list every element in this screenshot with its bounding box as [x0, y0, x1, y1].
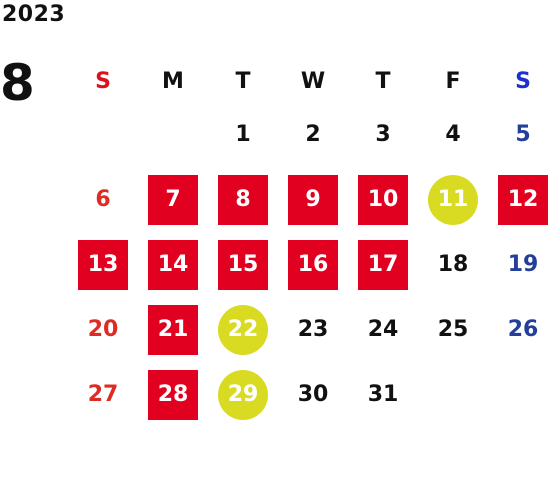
calendar-day-closed: 13: [78, 239, 128, 290]
calendar-day: 24: [367, 316, 399, 342]
calendar-day-saturday: 5: [515, 121, 531, 147]
calendar-day-cell: 2: [278, 102, 348, 167]
calendar-day-cell: 31: [348, 362, 418, 427]
calendar-day-cell: 3: [348, 102, 418, 167]
calendar-day: 30: [297, 381, 329, 407]
calendar-day-cell: 24: [348, 297, 418, 362]
calendar-day-cell: 7: [138, 167, 208, 232]
calendar-day-closed: 10: [358, 174, 408, 225]
calendar-day-saturday: 19: [507, 251, 539, 277]
calendar-day-cell: 28: [138, 362, 208, 427]
weekday-thursday: T: [375, 68, 391, 94]
calendar-day-cell: 25: [418, 297, 488, 362]
calendar-day-closed: 16: [288, 239, 338, 290]
calendar-day-saturday: 26: [507, 316, 539, 342]
calendar-day: 31: [367, 381, 399, 407]
calendar-day: 18: [437, 251, 469, 277]
calendar-day-closed: 8: [218, 174, 268, 225]
calendar-day-sunday: 27: [87, 381, 119, 407]
calendar-day: 2: [305, 121, 321, 147]
calendar-day-closed: 21: [148, 304, 198, 355]
calendar-day-cell: 9: [278, 167, 348, 232]
calendar-day: 25: [437, 316, 469, 342]
calendar-week-row: 27 28 29 30 31: [68, 362, 548, 427]
calendar-day-sunday: 20: [87, 316, 119, 342]
calendar-day-cell: 23: [278, 297, 348, 362]
calendar-week-row: 20 21 22 23 24 25 26: [68, 297, 548, 362]
calendar-month: 8: [0, 54, 35, 112]
calendar-day-closed: 12: [498, 174, 548, 225]
calendar-day-cell: 11: [418, 167, 488, 232]
weekday-saturday: S: [515, 68, 531, 94]
calendar-empty-cell: [418, 362, 488, 427]
calendar-day-closed: 15: [218, 239, 268, 290]
weekday-tuesday: T: [235, 68, 251, 94]
calendar-day-cell: 29: [208, 362, 278, 427]
calendar-empty-cell: [138, 102, 208, 167]
calendar-day-cell: 17: [348, 232, 418, 297]
calendar-day-cell: 15: [208, 232, 278, 297]
calendar-day-cell: 1: [208, 102, 278, 167]
calendar-day-special: 11: [428, 174, 478, 225]
calendar-day: 4: [445, 121, 461, 147]
calendar-day-cell: 14: [138, 232, 208, 297]
calendar-day-cell: 27: [68, 362, 138, 427]
calendar-day-cell: 19: [488, 232, 548, 297]
calendar-week-row: 13 14 15 16 17 18 19: [68, 232, 548, 297]
calendar-day-cell: 4: [418, 102, 488, 167]
calendar-empty-cell: [68, 102, 138, 167]
calendar-day-cell: 5: [488, 102, 548, 167]
calendar-day-cell: 10: [348, 167, 418, 232]
calendar-day-closed: 28: [148, 369, 198, 420]
calendar-day-cell: 30: [278, 362, 348, 427]
calendar-day-cell: 6: [68, 167, 138, 232]
calendar-day-cell: 26: [488, 297, 548, 362]
calendar-day-sunday: 6: [95, 186, 111, 212]
calendar-day: 3: [375, 121, 391, 147]
calendar-day: 1: [235, 121, 251, 147]
calendar-day-cell: 21: [138, 297, 208, 362]
calendar-day-closed: 17: [358, 239, 408, 290]
calendar-day-cell: 12: [488, 167, 548, 232]
calendar-day-cell: 22: [208, 297, 278, 362]
calendar-day-cell: 16: [278, 232, 348, 297]
calendar-day-closed: 9: [288, 174, 338, 225]
calendar-day-cell: 18: [418, 232, 488, 297]
calendar-empty-cell: [488, 362, 548, 427]
calendar-day-special: 22: [218, 304, 268, 355]
calendar-day: 23: [297, 316, 329, 342]
weekday-monday: M: [162, 68, 184, 94]
calendar-day-closed: 14: [148, 239, 198, 290]
calendar-day-cell: 20: [68, 297, 138, 362]
calendar-day-closed: 7: [148, 174, 198, 225]
calendar-day-cell: 13: [68, 232, 138, 297]
weekday-wednesday: W: [300, 68, 326, 94]
weekday-header-row: S M T W T F S: [68, 60, 548, 102]
weekday-friday: F: [445, 68, 461, 94]
calendar-year: 2023: [2, 2, 66, 27]
weekday-sunday: S: [95, 68, 111, 94]
calendar-day-cell: 8: [208, 167, 278, 232]
calendar-week-row: 1 2 3 4 5: [68, 102, 548, 167]
calendar-day-special: 29: [218, 369, 268, 420]
